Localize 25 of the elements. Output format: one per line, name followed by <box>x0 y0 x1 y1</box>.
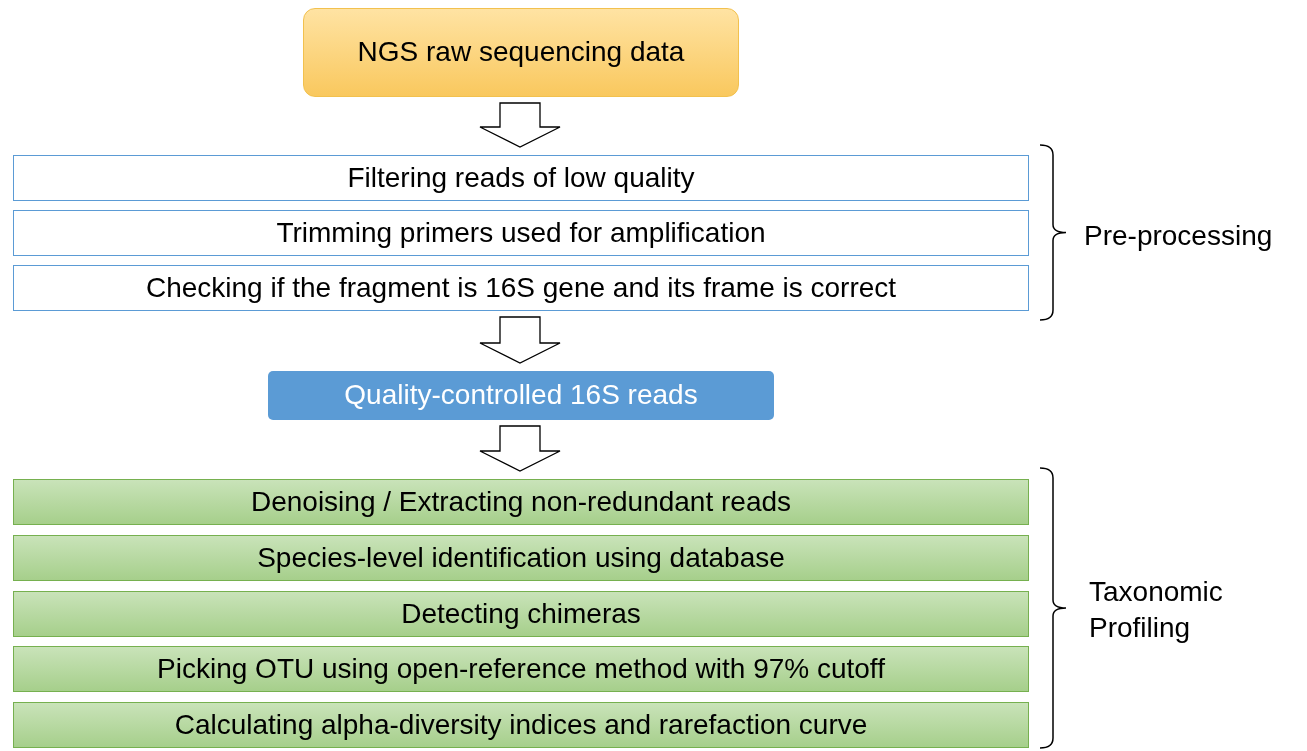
box-text: Picking OTU using open-reference method with 97% cutoff <box>157 653 885 685</box>
box-text: Species-level identification using database <box>257 542 785 574</box>
block-arrow <box>479 425 561 472</box>
process-box <box>13 591 1029 637</box>
box-text: Quality-controlled 16S reads <box>344 380 698 411</box>
block-arrow <box>479 102 561 148</box>
box-text: NGS raw sequencing data <box>357 37 685 68</box>
process-box <box>13 535 1029 581</box>
process-box <box>13 265 1029 311</box>
group-label: Pre-processing <box>1084 219 1274 253</box>
box-text: Calculating alpha-diversity indices and rarefaction curve <box>174 709 868 741</box>
start-box <box>303 8 739 97</box>
box-text: Filtering reads of low quality <box>347 162 695 194</box>
process-box <box>13 479 1029 525</box>
process-box <box>13 210 1029 256</box>
box-text: Trimming primers used for amplification <box>276 217 766 249</box>
box-text: Detecting chimeras <box>401 598 641 630</box>
result-box <box>268 371 774 420</box>
process-box <box>13 702 1029 748</box>
process-box <box>13 155 1029 201</box>
box-text: Checking if the fragment is 16S gene and its frame is correct <box>145 272 897 304</box>
block-arrow <box>479 316 561 364</box>
box-text: Denoising / Extracting non-redundant reads <box>250 486 792 518</box>
group-label: Taxonomic Profiling <box>1089 575 1224 646</box>
process-box <box>13 646 1029 692</box>
